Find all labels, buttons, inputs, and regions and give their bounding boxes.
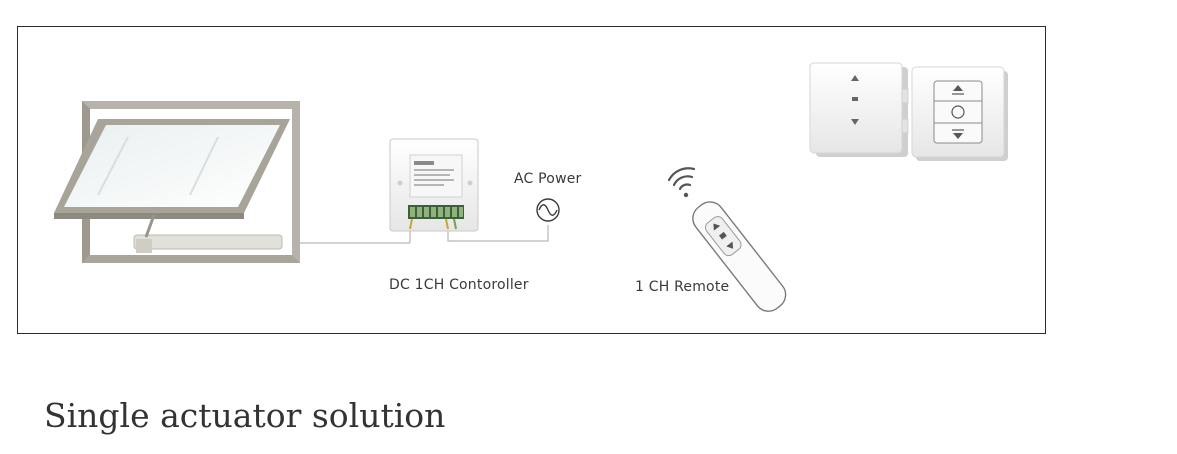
controller-label: DC 1CH Contoroller: [389, 277, 529, 293]
ac-power-label: AC Power: [514, 171, 582, 187]
wiring-diagram: [54, 62, 1008, 312]
wall-switch-1: [809, 62, 909, 157]
wireless-signal-icon: [667, 167, 696, 198]
window-illustration: [54, 101, 300, 263]
wall-switch-2: [911, 66, 1008, 161]
diagram-frame: AC Power DC 1CH Contoroller 1 CH Remote: [17, 26, 1046, 334]
remote-illustration: [692, 201, 787, 312]
remote-label: 1 CH Remote: [635, 279, 730, 295]
ac-power-icon: [536, 198, 560, 222]
caption-heading: Single actuator solution: [44, 396, 446, 435]
dc-controller: [389, 138, 479, 232]
